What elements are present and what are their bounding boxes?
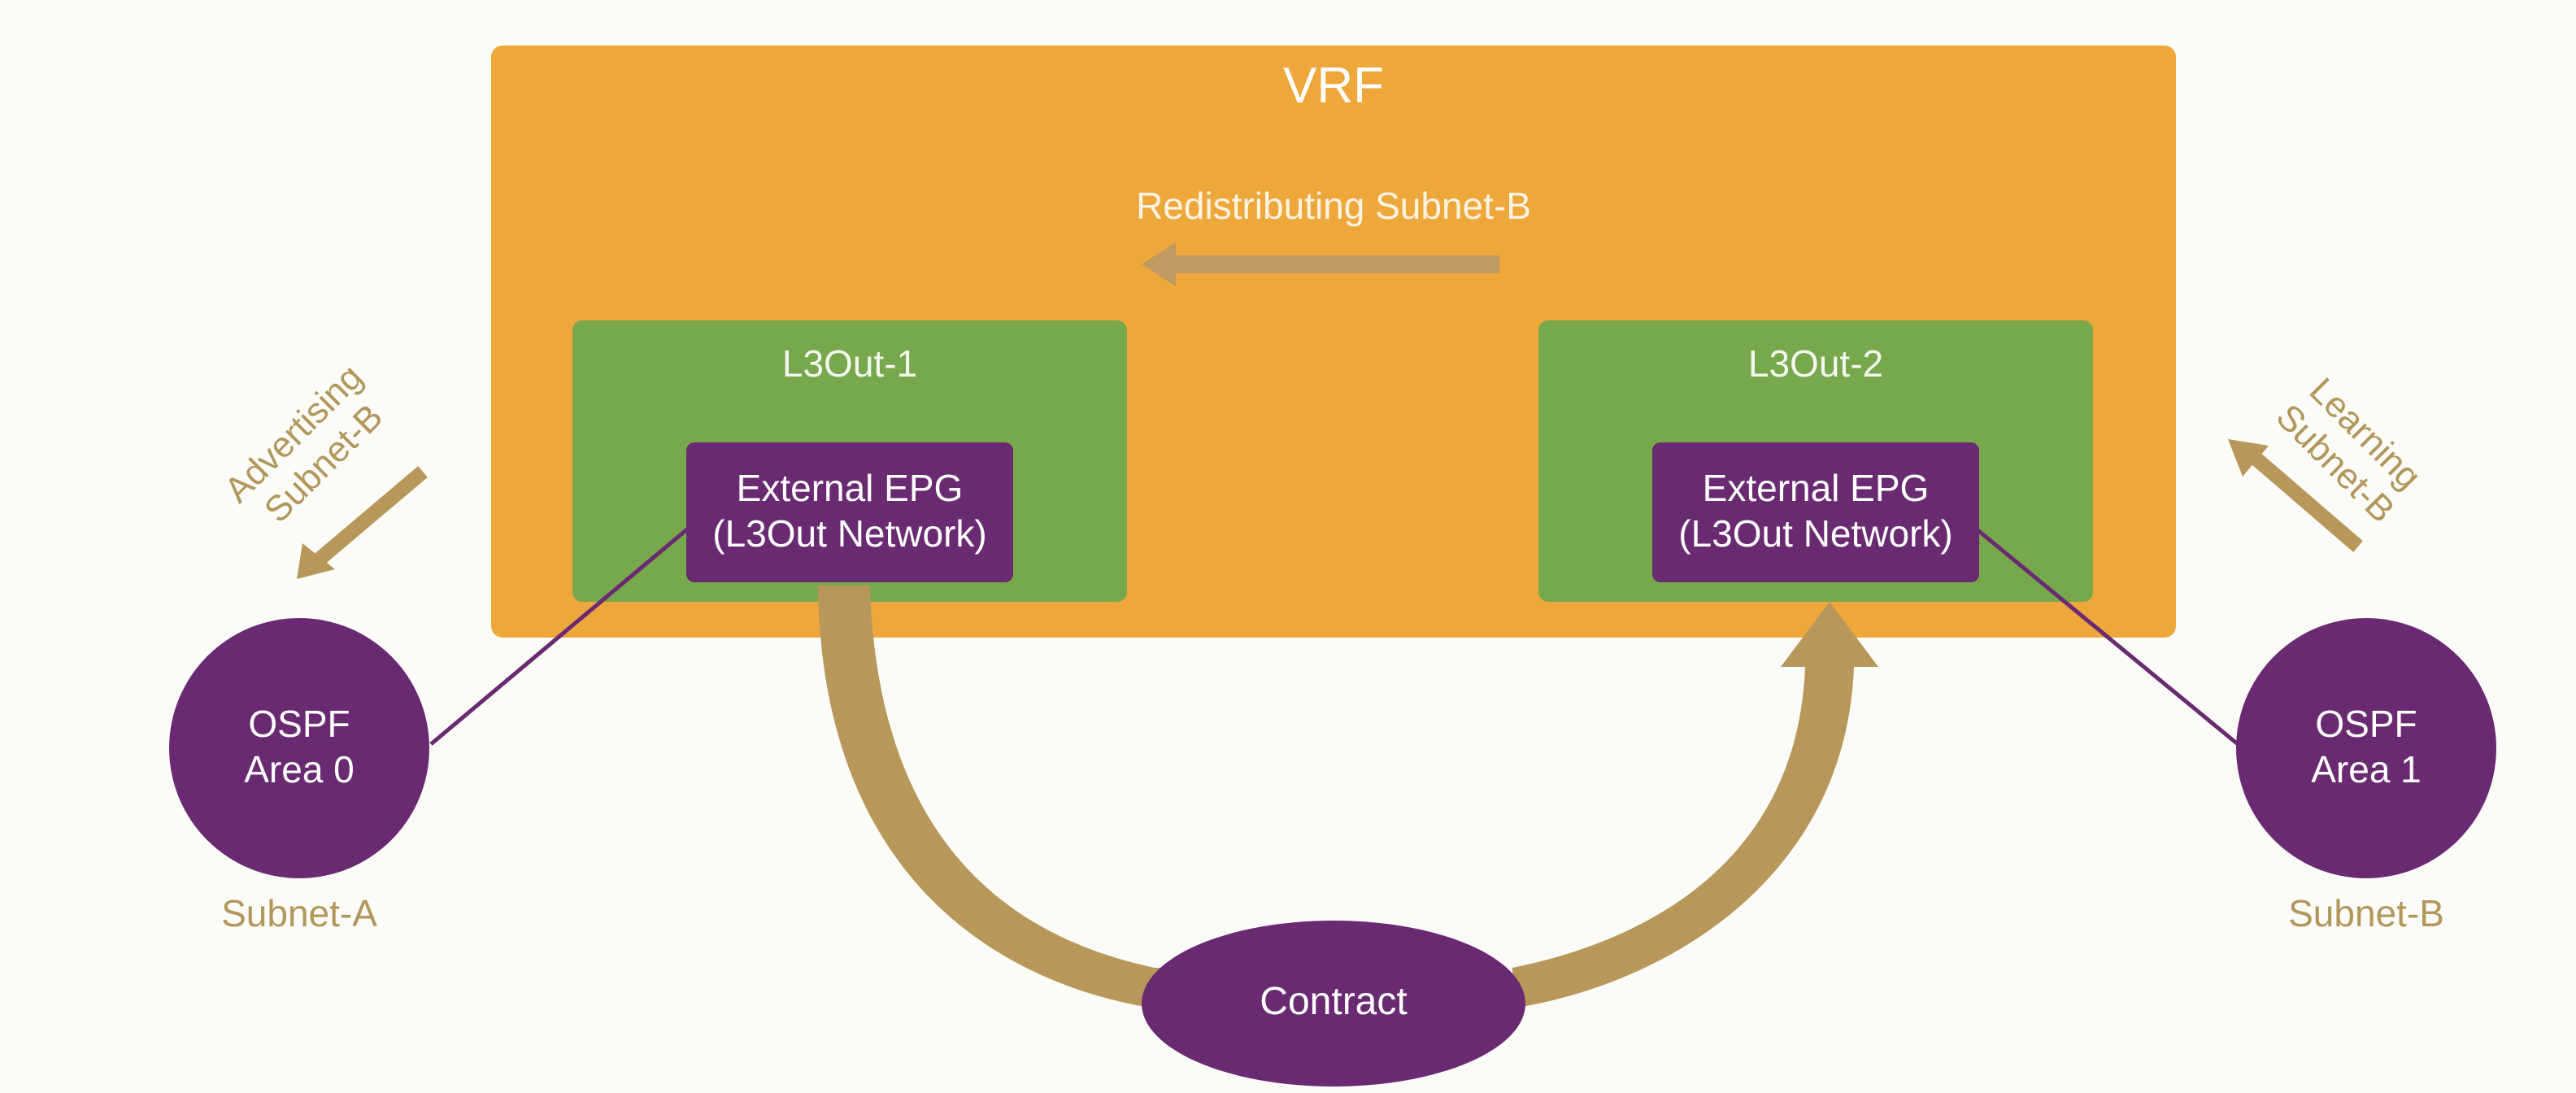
redistribution-label: Redistributing Subnet-B [1136, 185, 1531, 227]
contract-arc-arrow [818, 586, 1220, 1008]
external-epg-1 [686, 442, 1013, 582]
contract-label: Contract [1260, 980, 1408, 1023]
epg-2-line1: External EPG [1702, 467, 1930, 509]
external-epg-2-label: External EPG (L3Out Network) [1652, 465, 1979, 556]
vrf-title: VRF [1283, 58, 1384, 114]
redistribution-arrow-icon [1142, 242, 1499, 286]
ospf-area-0 [169, 618, 429, 878]
subnet-a-label: Subnet-A [221, 892, 377, 934]
ospf-area-1 [2236, 618, 2496, 878]
subnet-b-label: Subnet-B [2288, 892, 2444, 934]
ospf-area-0-label: OSPF Area 0 [169, 701, 429, 792]
advertising-arrow-icon [297, 466, 428, 579]
ospf-0-line1: OSPF [248, 703, 350, 745]
external-epg-1-label: External EPG (L3Out Network) [686, 465, 1013, 556]
external-epg-2 [1652, 442, 1979, 582]
ospf-area-1-label: OSPF Area 1 [2236, 701, 2496, 792]
epg-2-line2: (L3Out Network) [1678, 512, 1953, 555]
contract-node [1142, 921, 1525, 1086]
ospf-1-line2: Area 1 [2311, 748, 2422, 790]
learning-arrow-icon [2228, 439, 2363, 552]
contract-arc-arrow-right [1512, 602, 1878, 1008]
epg-1-line1: External EPG [736, 467, 964, 509]
l3out-1-title: L3Out-1 [781, 342, 918, 385]
epg-1-line2: (L3Out Network) [712, 512, 987, 555]
ospf-0-line2: Area 0 [244, 748, 355, 790]
link-area1-epg2 [1974, 527, 2239, 746]
l3out-2-title: L3Out-2 [1747, 342, 1884, 385]
ospf-1-line1: OSPF [2315, 703, 2417, 745]
link-area0-epg1 [429, 527, 690, 746]
